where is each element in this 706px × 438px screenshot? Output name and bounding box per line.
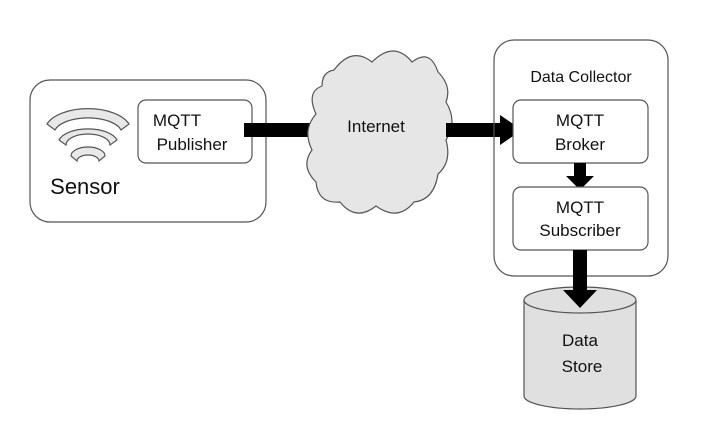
publisher-label-line1: MQTT bbox=[153, 111, 201, 130]
internet-cloud bbox=[306, 50, 453, 214]
publisher-label-line2: Publisher bbox=[157, 135, 228, 154]
store-label-line2: Store bbox=[562, 357, 603, 376]
subscriber-label-line2: Subscriber bbox=[539, 221, 621, 240]
broker-label-line1: MQTT bbox=[556, 111, 604, 130]
arrow-broker-to-subscriber bbox=[566, 163, 594, 190]
broker-label-line2: Broker bbox=[555, 135, 605, 154]
subscriber-label-line1: MQTT bbox=[556, 198, 604, 217]
store-label-line1: Data bbox=[562, 331, 598, 350]
arrow-internet-to-broker bbox=[446, 115, 522, 145]
data-store-cylinder bbox=[523, 286, 637, 410]
wireless-signal-icon bbox=[46, 108, 130, 163]
subscriber-box bbox=[512, 186, 649, 251]
sensor-label: Sensor bbox=[50, 174, 120, 199]
internet-label: Internet bbox=[347, 117, 405, 136]
arrow-subscriber-to-store-tip bbox=[563, 286, 597, 308]
collector-title: Data Collector bbox=[530, 69, 632, 86]
